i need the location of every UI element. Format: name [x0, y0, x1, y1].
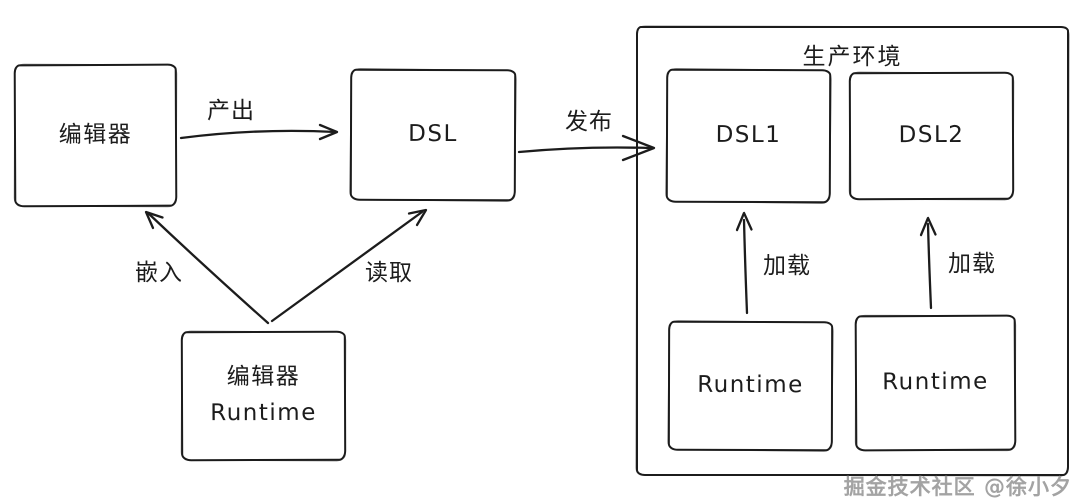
- node-dsl1-label: DSL1: [715, 122, 782, 149]
- node-runtime-1-label: Runtime: [697, 372, 804, 399]
- node-editor: 编辑器: [13, 63, 178, 208]
- node-dsl1: DSL1: [665, 68, 832, 204]
- node-runtime-1: Runtime: [667, 320, 834, 452]
- edge-label-load-2: 加载: [948, 251, 996, 277]
- production-container: 生产环境: [636, 26, 1069, 476]
- edge-label-produce: 产出: [207, 98, 255, 124]
- production-container-label: 生产环境: [802, 44, 903, 70]
- edge-label-embed: 嵌入: [135, 260, 183, 286]
- edge-label-read: 读取: [365, 260, 413, 286]
- arrow-produce: [179, 123, 339, 141]
- node-editor-runtime-line1: 编辑器: [226, 364, 301, 391]
- node-editor-runtime: 编辑器 Runtime: [180, 330, 347, 462]
- node-runtime-2: Runtime: [854, 314, 1017, 452]
- edge-label-publish: 发布: [565, 109, 613, 135]
- node-editor-runtime-line2: Runtime: [210, 399, 317, 427]
- node-runtime-2-label: Runtime: [882, 368, 989, 396]
- node-editor-label: 编辑器: [58, 121, 133, 148]
- watermark-text: 掘金技术社区 @徐小夕: [843, 475, 1072, 499]
- node-dsl: DSL: [349, 68, 517, 202]
- node-dsl-label: DSL: [408, 121, 458, 148]
- arrow-publish: [517, 134, 656, 162]
- edge-label-load-1: 加载: [763, 253, 811, 279]
- node-dsl2-label: DSL2: [898, 122, 965, 149]
- node-dsl2: DSL2: [848, 71, 1015, 201]
